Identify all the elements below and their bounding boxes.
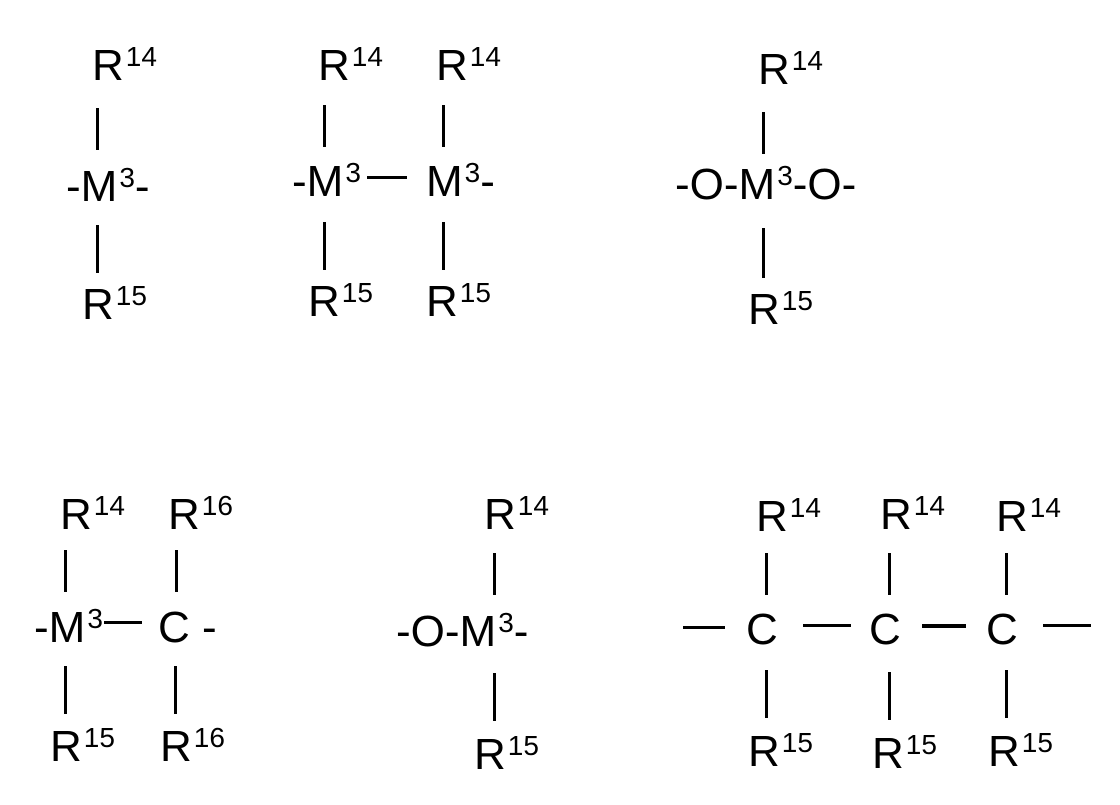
bond-horizontal: [1043, 624, 1091, 627]
substituent-r14: R14: [484, 490, 549, 539]
bond-vertical: [765, 670, 768, 718]
substituent-r15: R15: [748, 285, 813, 334]
carbon-center: C -: [158, 603, 217, 652]
substituent-r15: R15: [426, 277, 491, 326]
bond-vertical: [323, 105, 326, 147]
substituent-r14: R14: [758, 45, 823, 94]
substituent-r15: R15: [872, 729, 937, 778]
carbon-center: C: [986, 605, 1018, 654]
carbon-center: C: [746, 605, 778, 654]
bond-vertical: [765, 553, 768, 595]
bond-vertical: [323, 222, 326, 270]
bond-vertical: [442, 222, 445, 270]
substituent-r15: R15: [308, 277, 373, 326]
substituent-r14: R14: [60, 490, 125, 539]
metal-center-left: -M3: [292, 157, 361, 206]
bond-vertical: [442, 105, 445, 147]
bond-vertical: [1005, 670, 1008, 718]
bond-vertical: [64, 666, 67, 714]
metal-center: -M3: [34, 603, 103, 652]
substituent-r15: R15: [988, 727, 1053, 776]
bond-vertical: [493, 553, 496, 595]
metal-center: -M3-: [66, 162, 150, 211]
bond-vertical: [96, 108, 99, 150]
substituent-r15: R15: [50, 722, 115, 771]
metal-center-oxy: -O-M3-: [396, 607, 529, 656]
bond-horizontal: [803, 624, 851, 627]
bond-vertical: [1005, 553, 1008, 595]
bond-vertical: [174, 666, 177, 714]
substituent-r15: R15: [748, 727, 813, 776]
substituent-r16: R16: [160, 722, 225, 771]
substituent-r15: R15: [474, 730, 539, 779]
substituent-r14: R14: [756, 492, 821, 541]
bond-vertical: [888, 672, 891, 720]
bond-vertical: [762, 112, 765, 154]
substituent-r14: R14: [880, 490, 945, 539]
metal-center-siloxane: -O-M3-O-: [675, 160, 857, 209]
bond-vertical: [64, 550, 67, 592]
substituent-r14: R14: [436, 41, 501, 90]
bond-vertical: [175, 550, 178, 592]
substituent-r15: R15: [82, 280, 147, 329]
bond-horizontal: [922, 624, 966, 628]
bond-horizontal: [367, 176, 407, 179]
carbon-center: C: [869, 605, 901, 654]
bond-vertical: [762, 228, 765, 278]
bond-vertical: [888, 553, 891, 595]
bond-vertical: [493, 673, 496, 721]
bond-horizontal: [104, 621, 142, 624]
substituent-r14: R14: [996, 492, 1061, 541]
substituent-r14: R14: [318, 41, 383, 90]
metal-center-right: M3-: [426, 157, 495, 206]
bond-horizontal: [683, 626, 725, 629]
substituent-r16: R16: [168, 490, 233, 539]
substituent-r14: R14: [92, 41, 157, 90]
bond-vertical: [96, 225, 99, 273]
